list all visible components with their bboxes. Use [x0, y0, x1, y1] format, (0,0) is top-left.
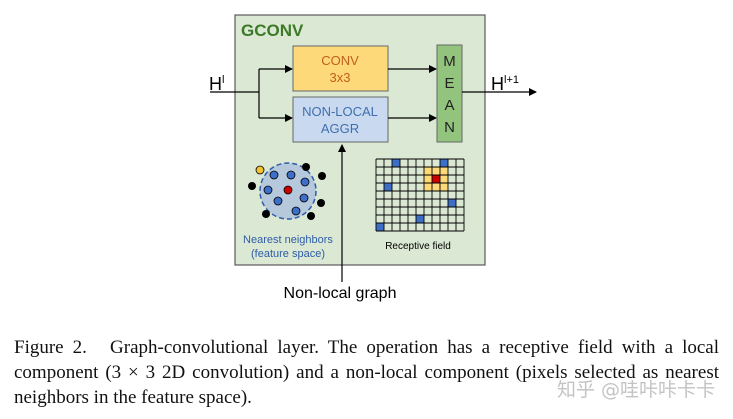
neighbor-dot	[263, 185, 273, 195]
neighbor-dot	[299, 193, 309, 203]
block-title: GCONV	[241, 21, 304, 40]
output-label: Hl+1	[491, 74, 519, 94]
neighbor-dot	[286, 170, 296, 180]
neighbor-dot	[300, 177, 310, 187]
outlier-dot-yellow	[255, 165, 265, 175]
grid-lines	[375, 158, 465, 232]
outlier-dot	[262, 210, 270, 218]
selected-pixel	[376, 223, 384, 231]
neighbor-dot	[269, 170, 279, 180]
outlier-dot	[248, 182, 256, 190]
nearest-neighbors-illustration	[248, 162, 326, 220]
conv-box	[292, 45, 389, 92]
selected-pixel	[416, 215, 424, 223]
outlier-dot	[302, 163, 310, 171]
nonlocal-graph-label: Non-local graph	[284, 285, 397, 302]
mean-letter-a: A	[444, 97, 454, 114]
nn-label-line1: Nearest neighbors	[243, 234, 333, 246]
receptive-field-label: Receptive field	[385, 241, 451, 252]
mean-letter-m: M	[443, 53, 456, 70]
caption-text: Graph-convolutional layer. The operation…	[14, 337, 719, 408]
caption-label: Figure 2.	[14, 337, 87, 358]
center-dot	[283, 185, 293, 195]
center-pixel	[432, 175, 440, 183]
nonlocal-box	[292, 96, 389, 143]
figure-caption: Figure 2. Graph-convolutional layer. The…	[14, 335, 719, 410]
selected-pixel	[392, 159, 400, 167]
input-label: Hl	[209, 74, 224, 94]
nonlocal-label: NON-LOCAL	[302, 104, 378, 119]
selected-pixel	[384, 183, 392, 191]
mean-letter-e: E	[444, 75, 454, 92]
receptive-field-grid	[375, 158, 465, 232]
neighbor-dot	[291, 206, 301, 216]
watermark: 知乎 @哇咔咔卡卡	[556, 379, 715, 401]
selected-pixel	[440, 159, 448, 167]
outlier-dot	[318, 172, 326, 180]
gconv-figure: GCONV Hl CONV 3x3 NON-LOCAL AGGR M E A N…	[209, 14, 537, 302]
conv-size-label: 3x3	[330, 70, 351, 85]
outlier-dot	[317, 199, 325, 207]
aggr-label: AGGR	[321, 121, 359, 136]
selected-pixel	[448, 199, 456, 207]
neighbor-dot	[273, 196, 283, 206]
outlier-dot	[307, 212, 315, 220]
conv-label: CONV	[321, 53, 359, 68]
mean-letter-n: N	[444, 119, 455, 136]
nn-label-line2: (feature space)	[251, 248, 325, 260]
mean-box	[436, 44, 463, 143]
